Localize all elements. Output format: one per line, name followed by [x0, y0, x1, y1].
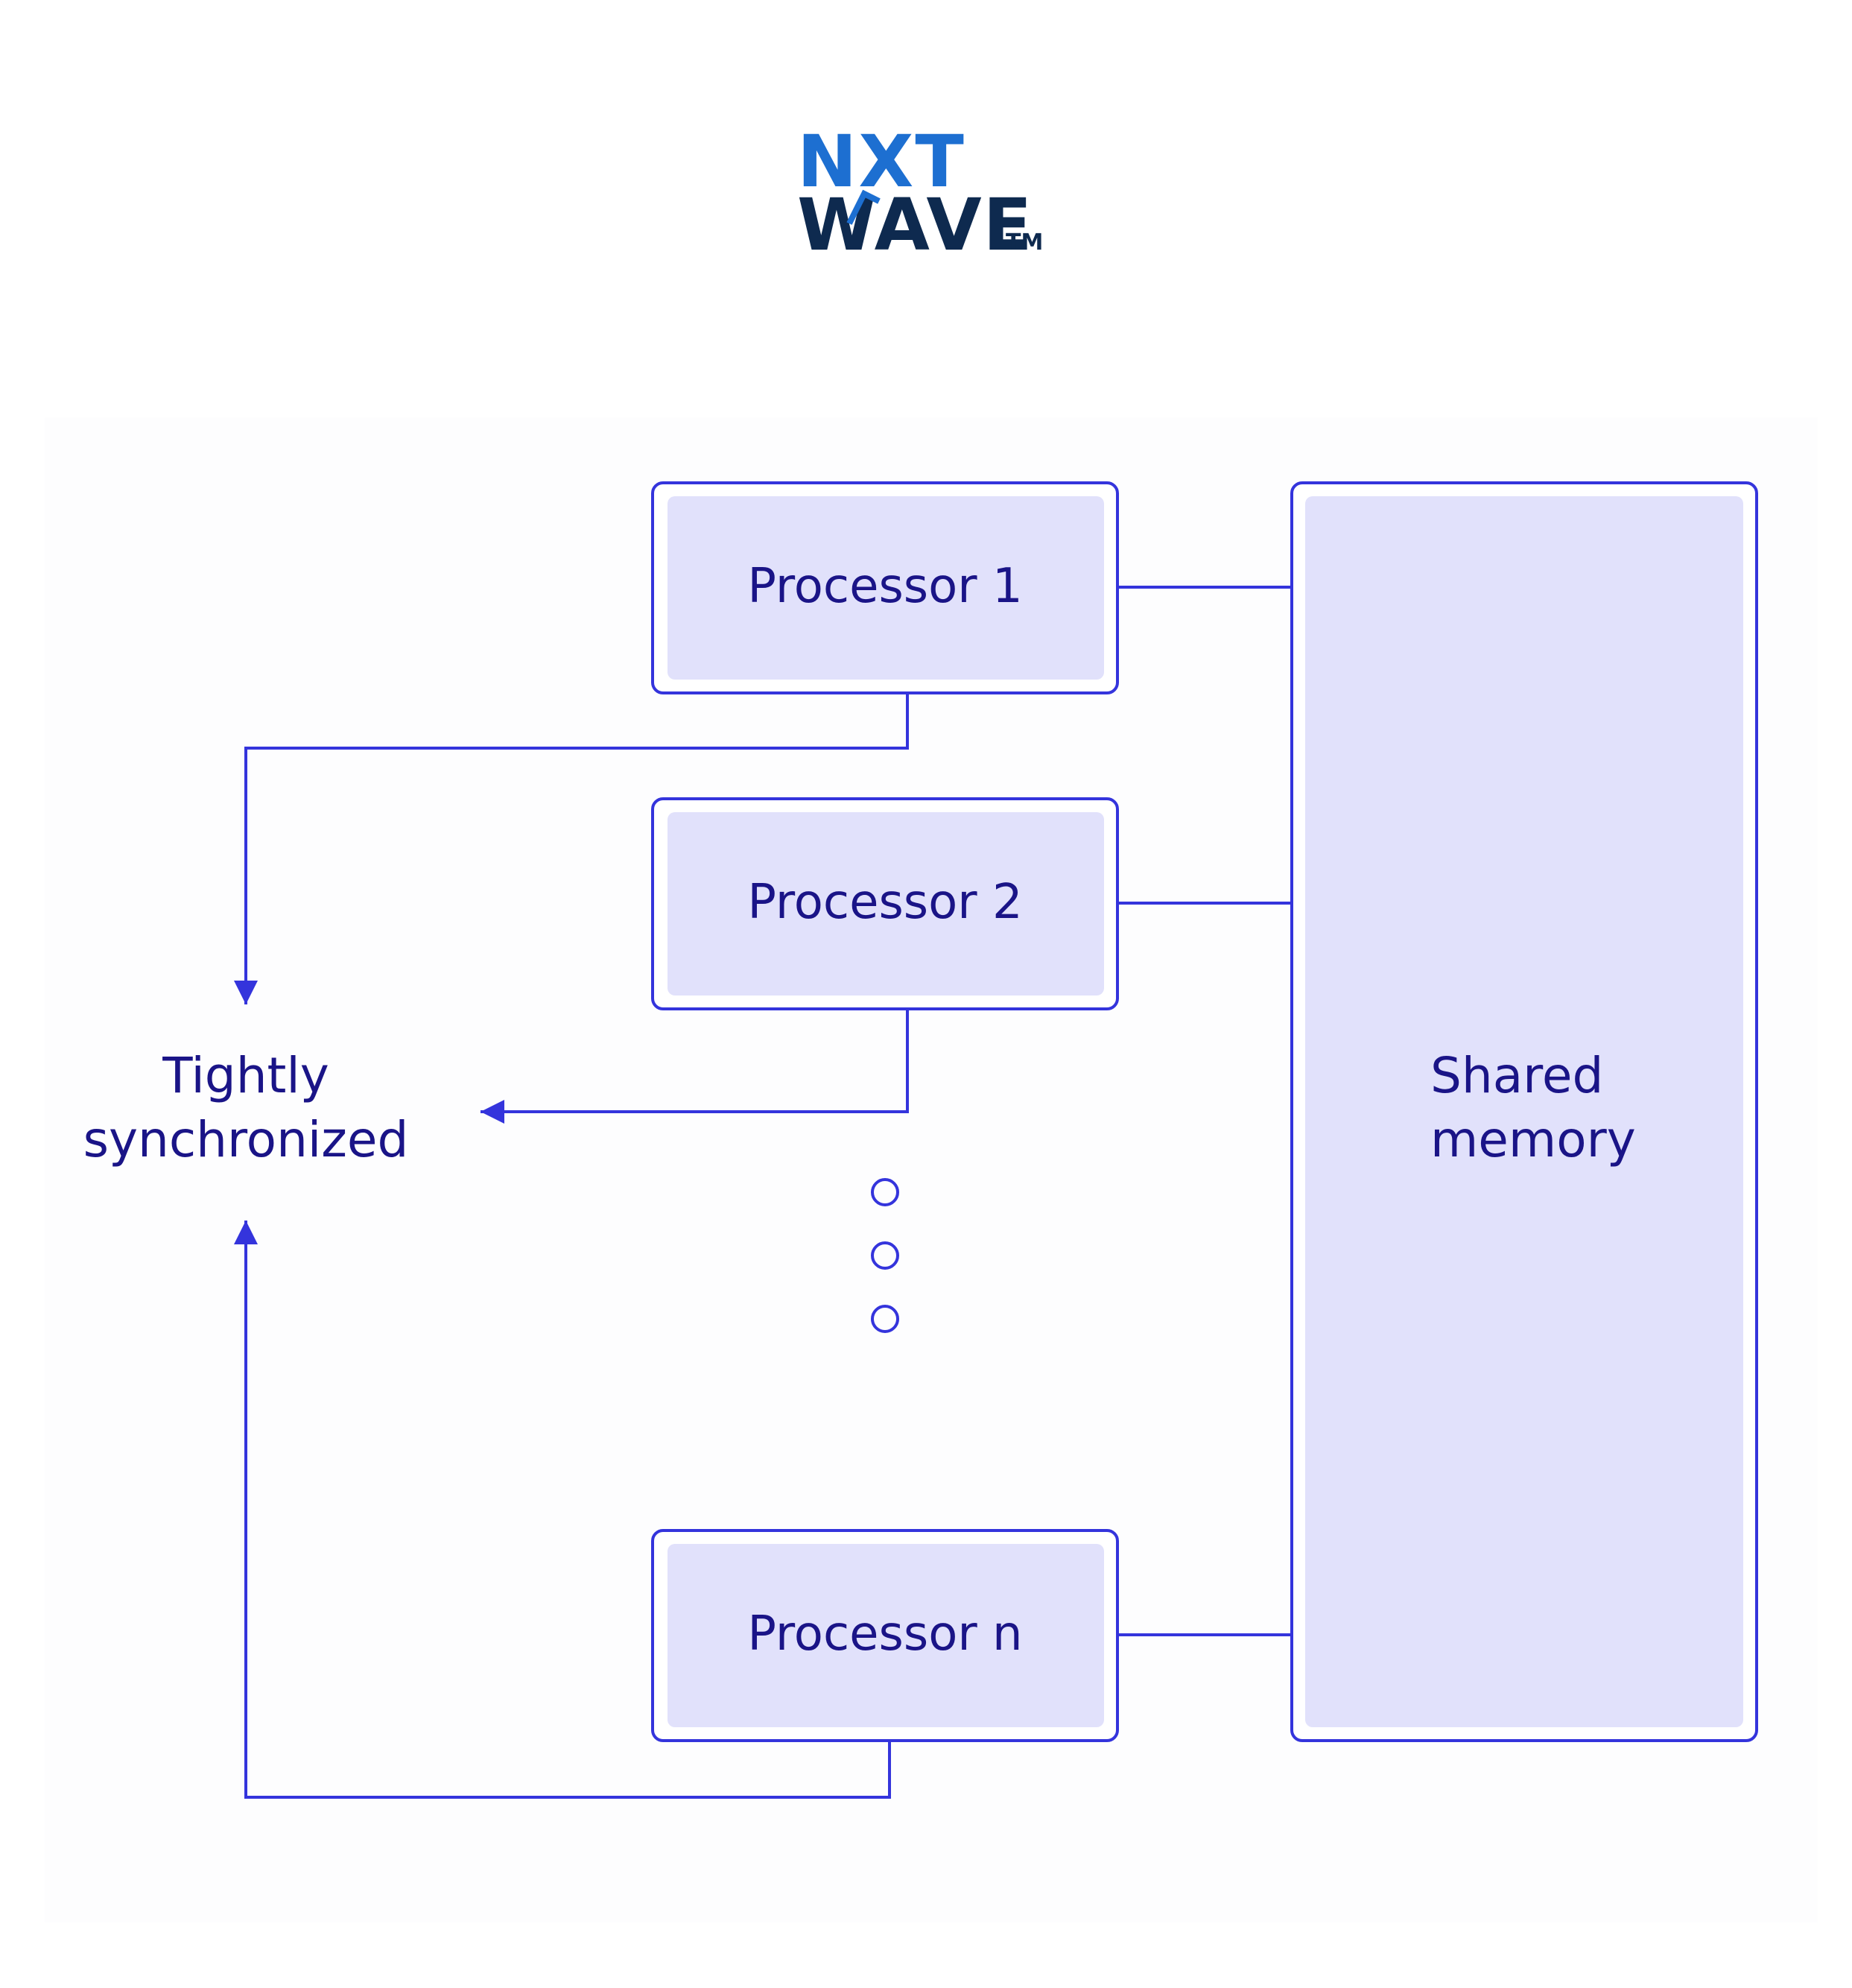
sync-label-line2: synchronized: [83, 1111, 409, 1168]
nxtwave-logo: NXT WAVE TM: [797, 120, 1043, 267]
sync-label: Tightly synchronized: [83, 1047, 409, 1168]
shared-memory-box: Shared memory: [1290, 481, 1758, 1742]
ellipsis-dot-2: [871, 1241, 899, 1270]
sync-label-line1: Tightly: [162, 1047, 329, 1104]
processor-n-label: Processor n: [747, 1606, 1022, 1662]
logo-trademark: TM: [1006, 229, 1043, 256]
logo-line2: WAVE: [797, 183, 1033, 267]
logo-line1: NXT: [797, 120, 965, 203]
arrow-pn-sync: [234, 1221, 891, 1799]
arrow-p2-sync: [481, 1009, 909, 1124]
shared-memory-line1: Shared: [1430, 1047, 1603, 1104]
logo-arrow-icon: [846, 189, 881, 225]
arrow-p1-sync: [234, 693, 909, 1004]
processor-n-box: Processor n: [651, 1529, 1119, 1742]
processor-2-box: Processor 2: [651, 797, 1119, 1010]
processor-1-label: Processor 1: [747, 559, 1022, 614]
processor-2-label: Processor 2: [747, 875, 1022, 930]
shared-memory-line2: memory: [1430, 1111, 1636, 1168]
ellipsis-dot-1: [871, 1178, 899, 1206]
ellipsis-dot-3: [871, 1305, 899, 1333]
processor-1-box: Processor 1: [651, 481, 1119, 694]
